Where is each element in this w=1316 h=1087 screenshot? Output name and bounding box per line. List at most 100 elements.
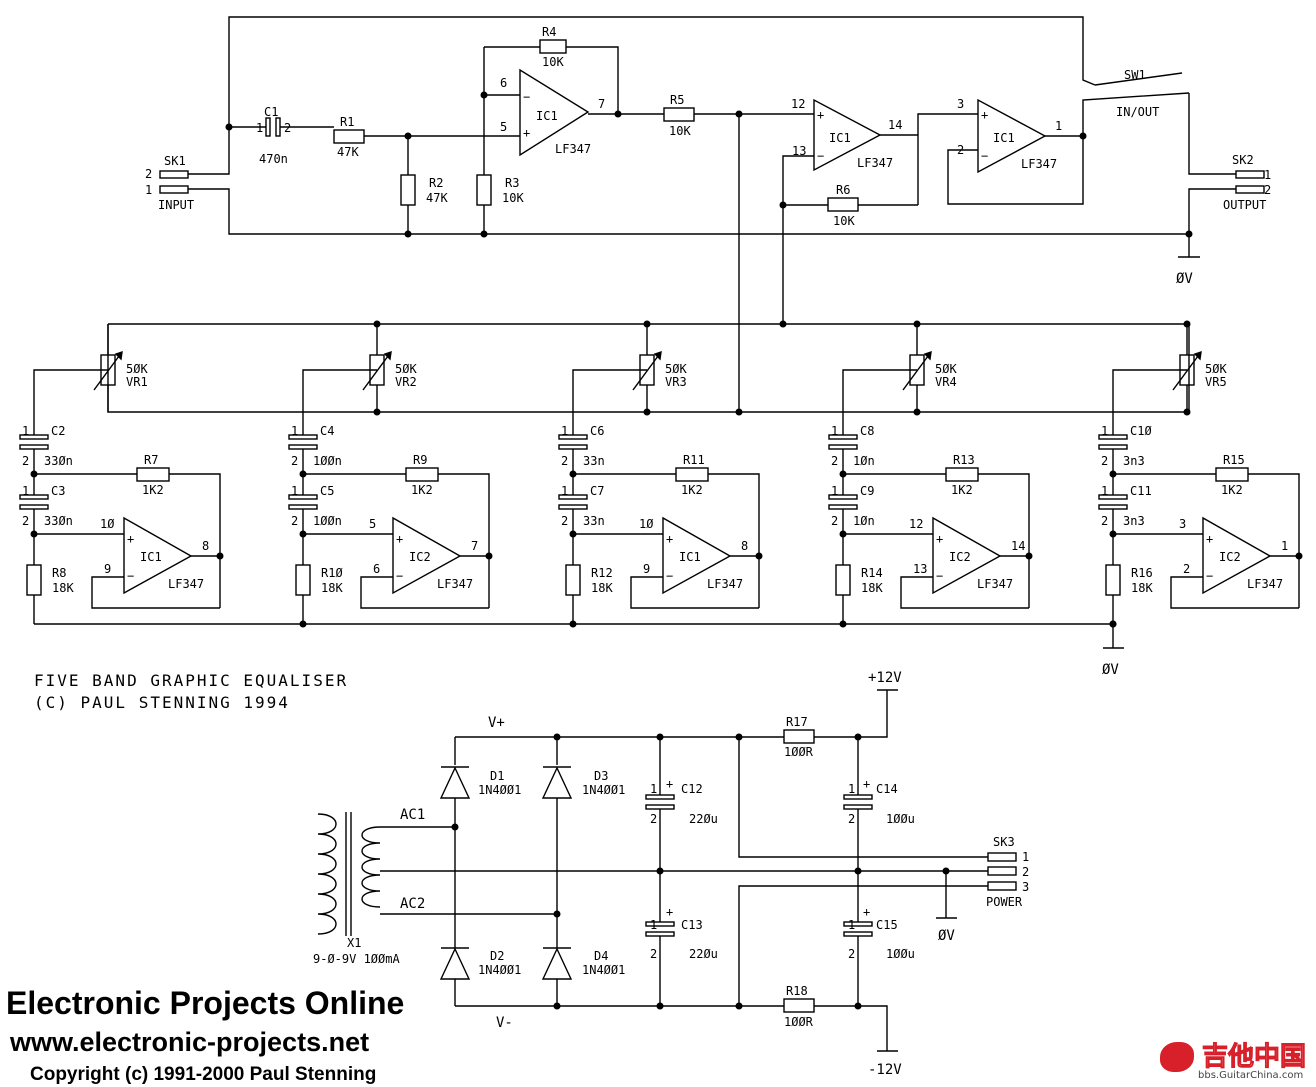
r18-body [783,998,815,1013]
sw1-name: SW1 [1124,68,1146,82]
minus-sign: − [1206,569,1213,583]
vminus-label: V- [496,1015,513,1031]
r6-value: 10K [833,214,855,228]
cap-pin: 1 [291,424,298,438]
cap-pin: 1 [22,484,29,498]
sk3-pin1 [987,852,1017,862]
r3-body [476,174,492,206]
svg-text:−: − [981,149,988,163]
band-opamp [123,516,193,595]
opamp-pin-out: 1 [1281,539,1288,553]
ground-junction [1109,620,1117,628]
cap-pin: 1 [291,484,298,498]
bus-junction [643,320,651,328]
band-1: 5ØKVR112C233Øn12C333ØnR71K21Ø98+−IC1LF34… [19,324,224,624]
r6-name: R6 [836,183,850,197]
ic1c-name: IC1 [993,131,1015,145]
ic1a-opamp [519,68,590,157]
c14-name: C14 [876,782,898,796]
opamp-type: LF347 [977,577,1013,591]
r5-name: R5 [670,93,684,107]
cap-pin: 2 [561,514,568,528]
footer-site-url[interactable]: www.electronic-projects.net [10,1027,370,1057]
svg-text:1: 1 [650,918,657,932]
opamp-pin-plus: 1Ø [100,517,115,531]
cap-a-plate-1 [288,434,318,440]
svg-text:+: + [863,777,870,791]
opamp-pin-minus: 13 [913,562,927,576]
opamp-name: IC2 [409,550,431,564]
c1-plate-2 [275,117,281,137]
sw1-label: IN/OUT [1116,105,1159,119]
r2-body [400,174,416,206]
ic1a-name: IC1 [536,109,558,123]
d1-value: 1N4ØØ1 [478,783,521,797]
band-5: 5ØKVR512C1Ø3n312C113n3R151K2321+−IC2LF34… [1098,320,1303,628]
c13-plate-1 [645,921,675,927]
opamp-pin-plus: 3 [1179,517,1186,531]
r1-value: 47K [337,145,359,159]
cap-a-value: 33Øn [44,454,73,468]
watermark-url: bbs.GuitarChina.com [1198,1070,1304,1081]
bus-junction [1183,408,1191,416]
pot-arrowhead [114,350,123,361]
svg-text:1: 1 [145,183,152,197]
cap-pin: 2 [561,454,568,468]
c14-plate-1 [843,794,873,800]
opamp-pin-plus: 5 [369,517,376,531]
feedback-resistor-value: 1K2 [951,483,973,497]
minus-sign: − [127,569,134,583]
d2-diode [439,947,471,980]
cap-pin: 2 [291,514,298,528]
svg-text:3: 3 [957,97,964,111]
d4-value: 1N4ØØ1 [582,963,625,977]
junction [216,552,224,560]
svg-text:3: 3 [1022,880,1029,894]
svg-text:14: 14 [888,118,902,132]
cap-b-plate-2 [828,504,858,510]
cap-b-plate-2 [19,504,49,510]
cap-a-plate-1 [19,434,49,440]
pot-arrowhead [923,350,932,361]
d1-diode [439,766,471,799]
d3-name: D3 [594,769,608,783]
sk3-label: POWER [986,895,1023,909]
minus12-label: -12V [868,1062,902,1078]
svg-text:6: 6 [500,76,507,90]
watermark-text: 吉他中国 [1201,1042,1307,1073]
ic1a-type: LF347 [555,142,591,156]
r17-name: R17 [786,715,808,729]
feedback-resistor-name: R7 [144,453,158,467]
sk1-pin1 [159,185,189,194]
svg-text:1: 1 [1264,168,1271,182]
psu-ground-label: ØV [938,928,955,944]
d2-value: 1N4ØØ1 [478,963,521,977]
sk3-pin3 [987,881,1017,891]
ground-resistor-value: 18K [861,581,883,595]
cap-a-value: 1Øn [853,454,875,468]
opamp-pin-minus: 6 [373,562,380,576]
pot-wiper-arrow [362,351,392,391]
pot-value: 5ØK [395,362,417,376]
svg-text:1: 1 [256,121,263,135]
cap-b-name: C7 [590,484,604,498]
c13-name: C13 [681,918,703,932]
svg-text:13: 13 [792,144,806,158]
svg-text:+: + [981,108,988,122]
opamp-type: LF347 [1247,577,1283,591]
opamp-pin-out: 14 [1011,539,1025,553]
minus-sign: − [396,569,403,583]
pot-wiper-arrow [632,351,662,391]
ground-resistor-name: R1Ø [321,566,343,580]
cap-a-plate-1 [1098,434,1128,440]
x1-name: X1 [347,936,361,950]
equaliser-bands: 5ØKVR112C233Øn12C333ØnR71K21Ø98+−IC1LF34… [19,320,1303,628]
svg-text:1: 1 [848,918,855,932]
junction [755,552,763,560]
svg-text:2: 2 [650,947,657,961]
opamp-pin-plus: 1Ø [639,517,654,531]
cap-pin: 1 [1101,424,1108,438]
cap-pin: 2 [1101,514,1108,528]
opamp-name: IC2 [1219,550,1241,564]
bus-junction [913,408,921,416]
